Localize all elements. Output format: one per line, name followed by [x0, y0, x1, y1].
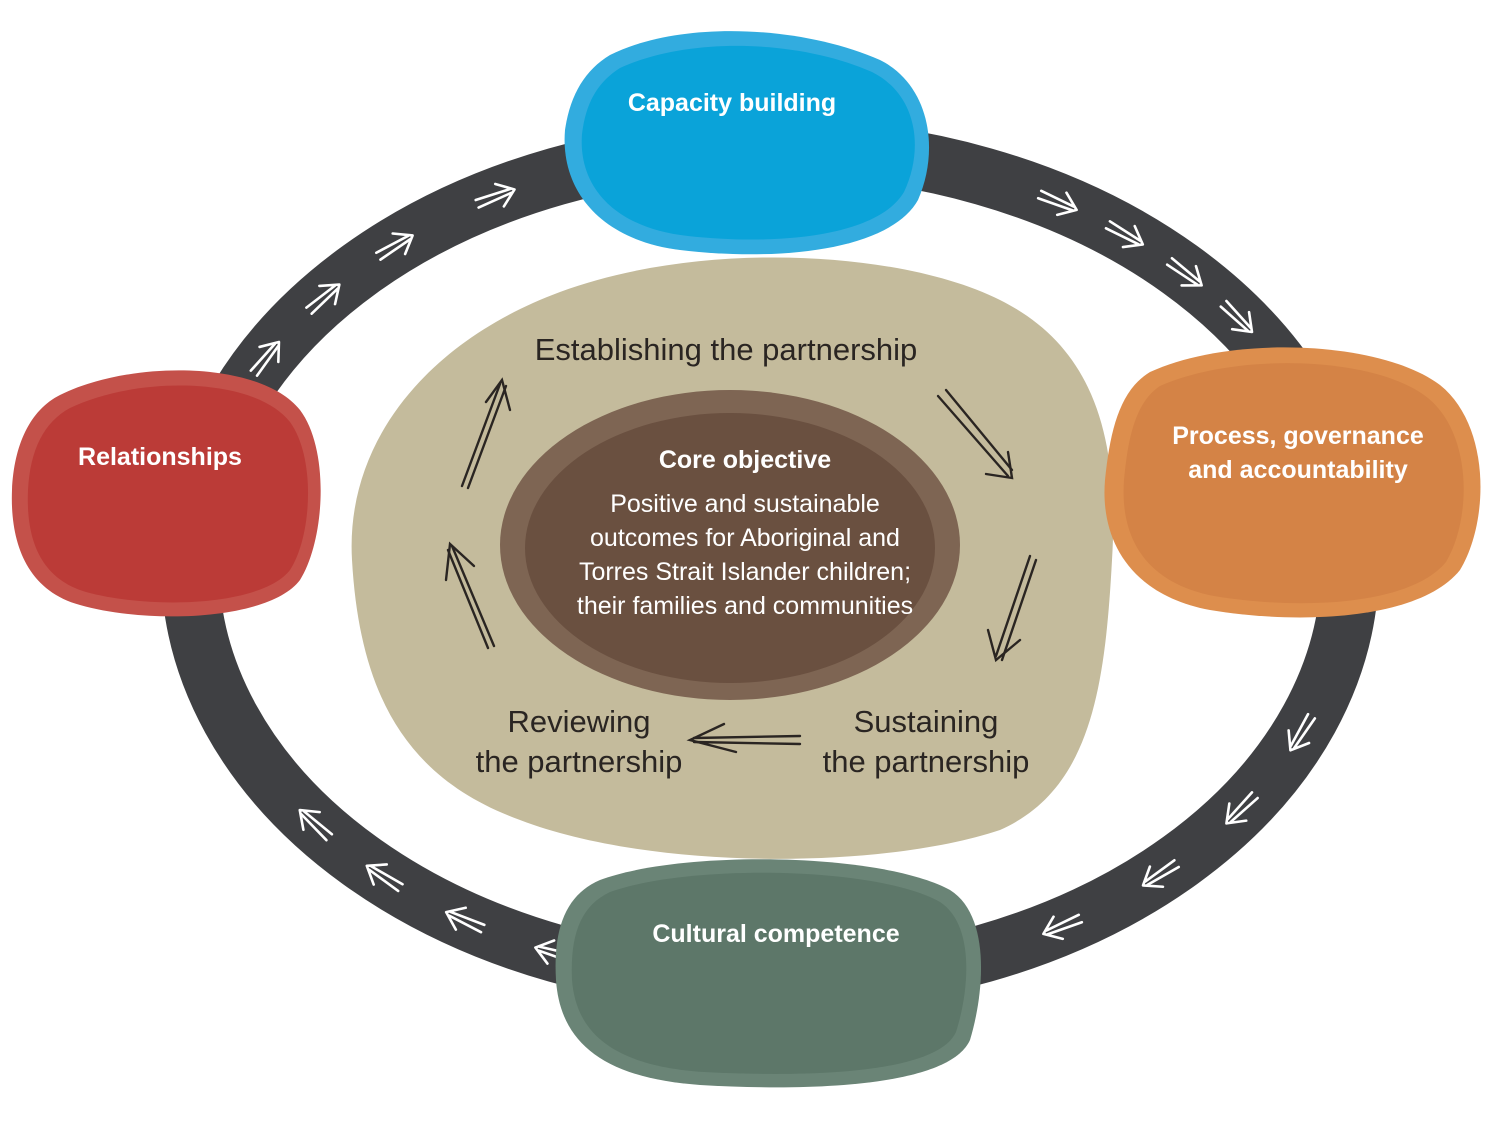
track-arrow-2	[249, 340, 281, 377]
node-process-governance: Process, governance and accountability	[1104, 347, 1481, 618]
node-capacity-building: Capacity building	[564, 31, 930, 255]
stage-establishing: Establishing the partnership	[535, 332, 918, 367]
track-arrow-16	[444, 906, 486, 934]
stage-sustaining-line-2: the partnership	[823, 744, 1030, 779]
node-cultural-competence-label: Cultural competence	[652, 920, 899, 948]
track-arrow-12	[1225, 791, 1259, 825]
core-line-3: Torres Strait Islander children;	[579, 558, 911, 586]
core-objective: Core objective Positive and sustainable …	[500, 390, 960, 700]
arrow-up-to-establishing	[460, 377, 512, 490]
node-relationships: Relationships	[11, 370, 321, 617]
stage-sustaining-line-1: Sustaining	[854, 704, 999, 739]
core-line-2: outcomes for Aboriginal and	[590, 524, 900, 552]
arrow-down-to-sustaining	[986, 554, 1038, 663]
arrow-sustaining-to-reviewing	[686, 722, 802, 754]
arrow-establishing-to-sustaining	[936, 388, 1014, 480]
track-arrow-17	[365, 863, 404, 893]
track-arrow-8	[1104, 220, 1145, 249]
track-arrow-11	[1287, 712, 1317, 752]
track-arrow-3	[305, 283, 341, 315]
node-process-governance-label-2: and accountability	[1188, 456, 1408, 484]
core-title: Core objective	[659, 446, 831, 474]
stage-reviewing-line-1: Reviewing	[507, 704, 650, 739]
track-arrows	[210, 149, 1317, 965]
track-arrow-18	[298, 808, 334, 842]
node-relationships-label: Relationships	[78, 443, 242, 471]
inner-stages: Establishing the partnership Sustaining …	[476, 332, 1030, 779]
node-process-governance-label-1: Process, governance	[1172, 422, 1424, 450]
inner-arrows	[444, 377, 1038, 754]
track-arrow-9	[1165, 256, 1203, 287]
track-arrow-4	[375, 232, 414, 261]
core-line-1: Positive and sustainable	[610, 490, 880, 518]
node-cultural-competence: Cultural competence	[555, 859, 982, 1088]
track-arrow-13	[1141, 858, 1181, 889]
track-arrow-14	[1042, 913, 1084, 941]
track-arrow-5	[474, 182, 516, 209]
stage-reviewing-line-2: the partnership	[476, 744, 683, 779]
node-capacity-building-label: Capacity building	[628, 89, 836, 117]
track-arrow-7	[1036, 189, 1078, 217]
core-line-4: their families and communities	[577, 592, 913, 620]
arrow-reviewing-up	[444, 541, 496, 650]
track-arrow-10	[1219, 299, 1254, 334]
